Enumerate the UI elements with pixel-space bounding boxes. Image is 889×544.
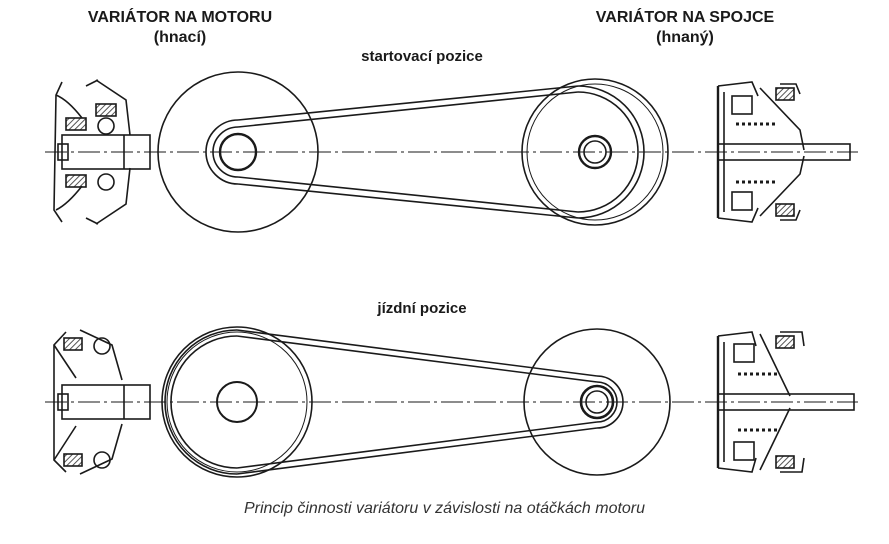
drive-hub-bottom: [216, 381, 258, 423]
driven-hub: [577, 134, 613, 170]
drive-pulley-assembly: [53, 79, 151, 225]
drive-position-label: jízdní pozice: [377, 300, 467, 317]
drive-variator-label: VARIÁTOR NA MOTORU (hnací): [60, 8, 300, 48]
drive-pulley-assembly-bottom: [53, 329, 151, 475]
drive-pulley-disc: [157, 71, 319, 233]
driven-variator-title: VARIÁTOR NA SPOJCE: [595, 9, 775, 26]
drive-variator-title: VARIÁTOR NA MOTORU: [87, 9, 273, 26]
driven-pulley-assembly-bottom: [716, 331, 855, 473]
driven-hub-bottom: [579, 384, 615, 420]
drive-variator-subtitle: (hnací): [153, 29, 207, 46]
diagram-caption: Princip činnosti variátoru v závislosti …: [243, 500, 646, 517]
belt-drive: [164, 329, 624, 475]
driven-variator-label: VARIÁTOR NA SPOJCE (hnaný): [565, 8, 805, 48]
drive-hub: [218, 132, 258, 172]
belt-start: [205, 85, 645, 219]
drive-pulley-disc-bottom: [161, 326, 313, 478]
driven-pulley-assembly: [716, 81, 851, 223]
driven-pulley-disc: [521, 78, 669, 226]
driven-pulley-disc-bottom: [523, 328, 671, 476]
drive-position-drawing: [45, 326, 858, 478]
start-position-drawing: [45, 71, 858, 233]
driven-variator-subtitle: (hnaný): [656, 29, 714, 46]
start-position-label: startovací pozice: [361, 48, 483, 65]
